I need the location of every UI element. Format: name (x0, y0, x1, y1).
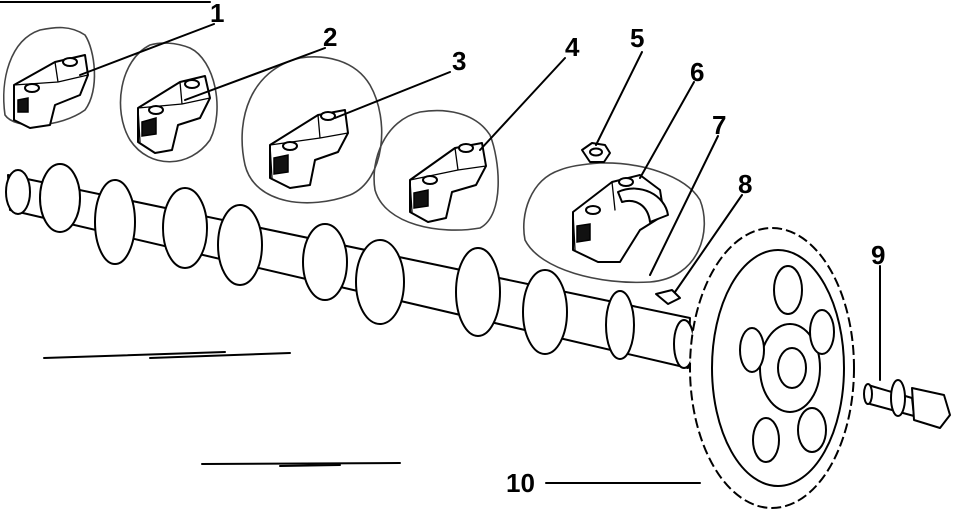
stray-lines (43, 351, 401, 467)
leader-6 (639, 81, 695, 179)
bearing-cap-3 (269, 109, 349, 189)
nut-5 (581, 142, 611, 163)
leader-lines (79, 23, 881, 484)
callout-1: 1 (210, 0, 224, 28)
bearing-cap-1 (13, 54, 89, 129)
callout-3: 3 (452, 46, 466, 76)
bearing-cap-2 (137, 75, 211, 154)
key-8 (655, 289, 681, 305)
callout-4: 4 (565, 32, 580, 62)
thrust-bearing-cap-6 (572, 174, 669, 263)
bearing-cap-4 (409, 142, 487, 223)
leader-2 (184, 47, 326, 101)
camshaft-sprocket-10 (689, 227, 855, 509)
highlight-circles (2, 26, 706, 284)
callout-labels: 1 2 3 4 5 6 7 8 9 10 (210, 0, 885, 498)
callout-2: 2 (323, 22, 337, 52)
leader-7 (649, 135, 719, 276)
bolt-9 (863, 379, 951, 429)
callout-6: 6 (690, 57, 704, 87)
callout-10: 10 (506, 468, 535, 498)
cam-lobes (39, 163, 635, 360)
leader-8 (674, 194, 743, 293)
leader-5 (595, 51, 643, 146)
sprocket-windows (739, 265, 835, 463)
camshaft (5, 163, 695, 369)
leader-4 (479, 57, 566, 151)
leader-1 (79, 23, 215, 76)
callout-7: 7 (712, 110, 726, 140)
callout-9: 9 (871, 240, 885, 270)
callout-5: 5 (630, 23, 644, 53)
callout-8: 8 (738, 169, 752, 199)
leader-3 (334, 71, 451, 119)
